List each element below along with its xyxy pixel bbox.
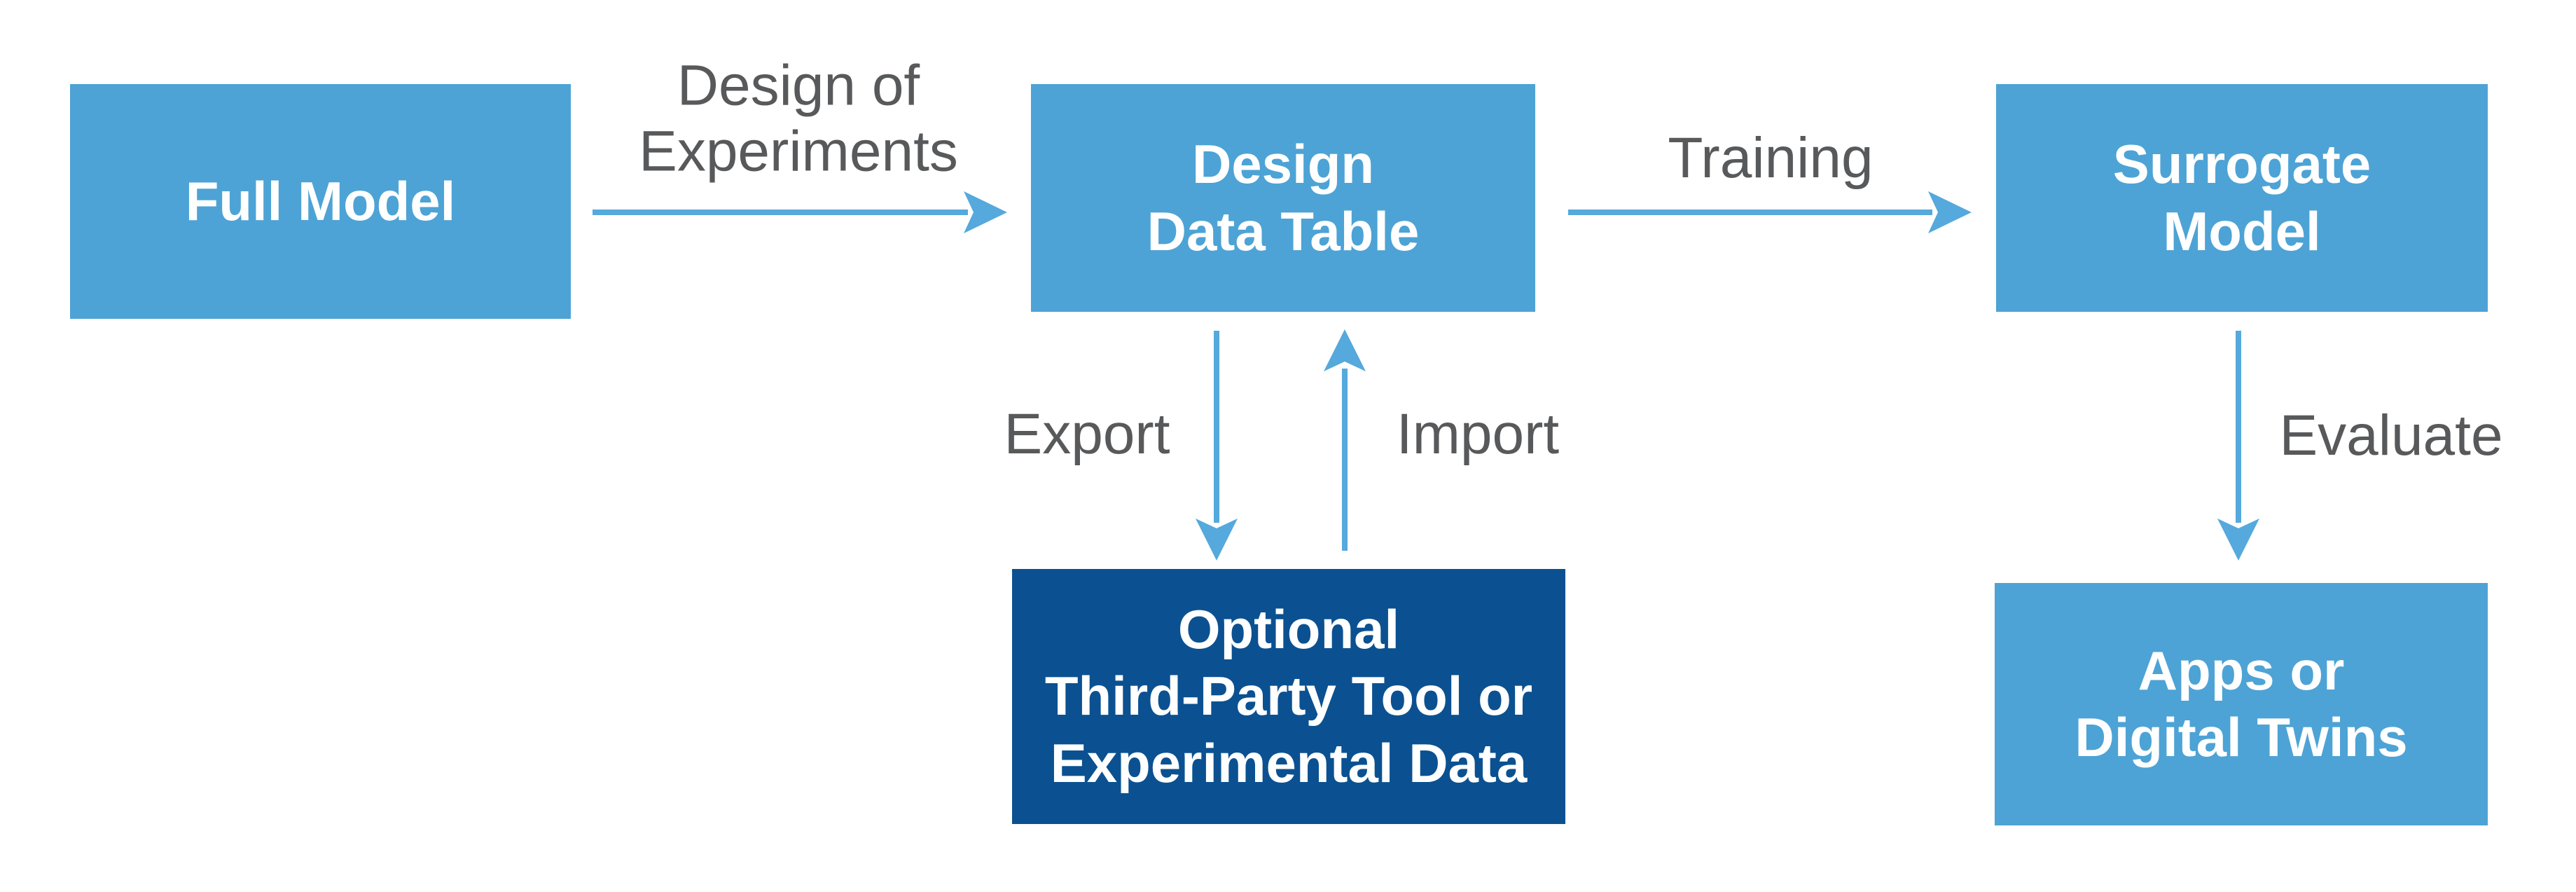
arrow-head	[964, 191, 1007, 233]
arrow-import	[1324, 329, 1366, 551]
arrow-training	[1568, 191, 1972, 233]
label-training: Training	[1668, 125, 1873, 191]
node-third-party-tool: Optional Third-Party Tool or Experimenta…	[1012, 569, 1565, 824]
arrow-design-of-experiments	[593, 191, 1007, 233]
node-label-line: Data Table	[1147, 200, 1420, 262]
edge-label-line: Design of	[677, 53, 920, 118]
arrow-evaluate	[2217, 331, 2259, 561]
node-label-line: Third-Party Tool or	[1044, 665, 1533, 727]
arrow-head	[2217, 519, 2259, 561]
node-surrogate-model: Surrogate Model	[1996, 84, 2488, 312]
edge-label-line: Training	[1668, 125, 1874, 190]
node-apps-digital-twins-text: Apps or Digital Twins	[2075, 638, 2407, 771]
label-import: Import	[1397, 402, 1559, 467]
node-label-line: Design	[1191, 133, 1375, 195]
node-design-data-table: Design Data Table	[1031, 84, 1535, 312]
arrow-head	[1196, 519, 1238, 561]
arrow-head	[1928, 191, 1972, 233]
node-label-line: Experimental Data	[1050, 732, 1528, 794]
node-label-line: Full Model	[185, 170, 456, 232]
node-label-line: Optional	[1177, 598, 1400, 661]
label-export: Export	[1004, 402, 1170, 467]
node-label-line: Surrogate	[2112, 133, 2371, 195]
node-label-line: Model	[2163, 200, 2321, 262]
node-apps-digital-twins: Apps or Digital Twins	[1995, 583, 2488, 825]
node-third-party-tool-text: Optional Third-Party Tool or Experimenta…	[1045, 596, 1532, 796]
arrow-head	[1324, 329, 1366, 371]
node-surrogate-model-text: Surrogate Model	[2113, 131, 2371, 264]
edge-label-line: Export	[1004, 402, 1170, 466]
node-design-data-table-text: Design Data Table	[1147, 131, 1420, 264]
label-evaluate: Evaluate	[2279, 403, 2502, 469]
arrow-export	[1196, 331, 1238, 561]
edge-label-line: Evaluate	[2279, 403, 2503, 467]
node-label-line: Digital Twins	[2075, 706, 2408, 768]
edge-label-line: Experiments	[639, 120, 958, 184]
node-full-model: Full Model	[70, 84, 571, 319]
node-full-model-text: Full Model	[186, 168, 456, 235]
label-design-of-experiments: Design of Experiments	[639, 53, 958, 186]
node-label-line: Apps or	[2138, 639, 2345, 701]
edge-label-line: Import	[1396, 402, 1560, 466]
